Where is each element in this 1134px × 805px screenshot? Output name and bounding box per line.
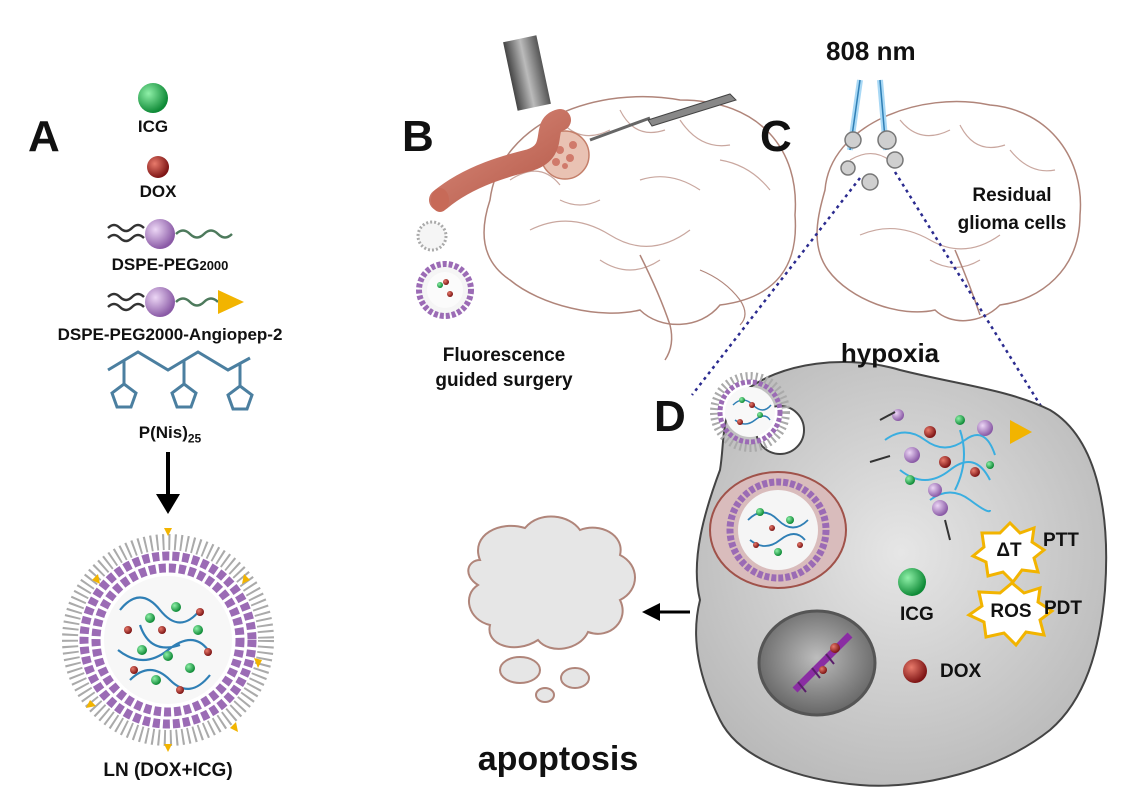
panel-label-d: D: [654, 392, 686, 441]
panel-b-brain: [416, 35, 797, 361]
pdt-label: PDT: [1044, 598, 1082, 619]
panel-label-c: C: [760, 112, 792, 161]
panel-a-components: [107, 83, 254, 514]
ros-label: ROS: [990, 601, 1032, 622]
guided-surgery-label: guided surgery: [435, 370, 573, 391]
angiopep-ligand: [218, 290, 244, 314]
icg-cell-label: ICG: [900, 604, 934, 625]
arrow-left-icon: [642, 603, 690, 621]
pnis-label: P(Nis)25: [138, 423, 202, 446]
pnis-polymer-structure: [107, 350, 254, 411]
glioma-cells-label: glioma cells: [957, 213, 1067, 234]
dspe-peg-molecule: [107, 219, 233, 249]
delta-t-burst: [970, 520, 1047, 585]
delta-t-label: ΔT: [996, 540, 1022, 561]
nucleus: [757, 609, 877, 717]
dox-legend-sphere: [903, 659, 927, 683]
icg-legend-sphere: [898, 568, 926, 596]
dox-sphere: [147, 156, 169, 178]
dox-label: DOX: [139, 182, 177, 201]
residual-label: Residual: [972, 185, 1052, 206]
dspe-peg-angiopep-label: DSPE-PEG2000-Angiopep-2: [57, 325, 283, 344]
panel-d-cell: [695, 361, 1108, 787]
apoptotic-cell: [467, 515, 690, 703]
light-probe: [503, 35, 551, 111]
dox-cell-label: DOX: [940, 661, 982, 682]
arrow-down-icon: [156, 452, 180, 514]
dspe-peg-label: DSPE-PEG2000: [111, 255, 229, 274]
icg-label: ICG: [137, 117, 169, 136]
apoptosis-label: apoptosis: [477, 740, 639, 778]
residual-cells: [840, 130, 904, 191]
released-components: [869, 409, 1032, 541]
fluorescence-label: Fluorescence: [442, 345, 566, 366]
ptt-label: PTT: [1043, 530, 1079, 551]
panel-label-a: A: [28, 112, 60, 161]
dna-helix: [792, 632, 853, 693]
ros-burst: [965, 581, 1055, 648]
hypoxia-label: hypoxia: [840, 338, 940, 368]
wavelength-label: 808 nm: [826, 36, 916, 66]
dspe-peg-angiopep-molecule: [107, 287, 244, 317]
scalpel: [589, 93, 737, 142]
panel-label-b: B: [402, 112, 434, 161]
icg-sphere: [138, 83, 168, 113]
ln-product-label: LN (DOX+ICG): [103, 760, 233, 781]
ln-nanoparticle: [62, 528, 274, 752]
blood-vessel: [429, 109, 571, 211]
